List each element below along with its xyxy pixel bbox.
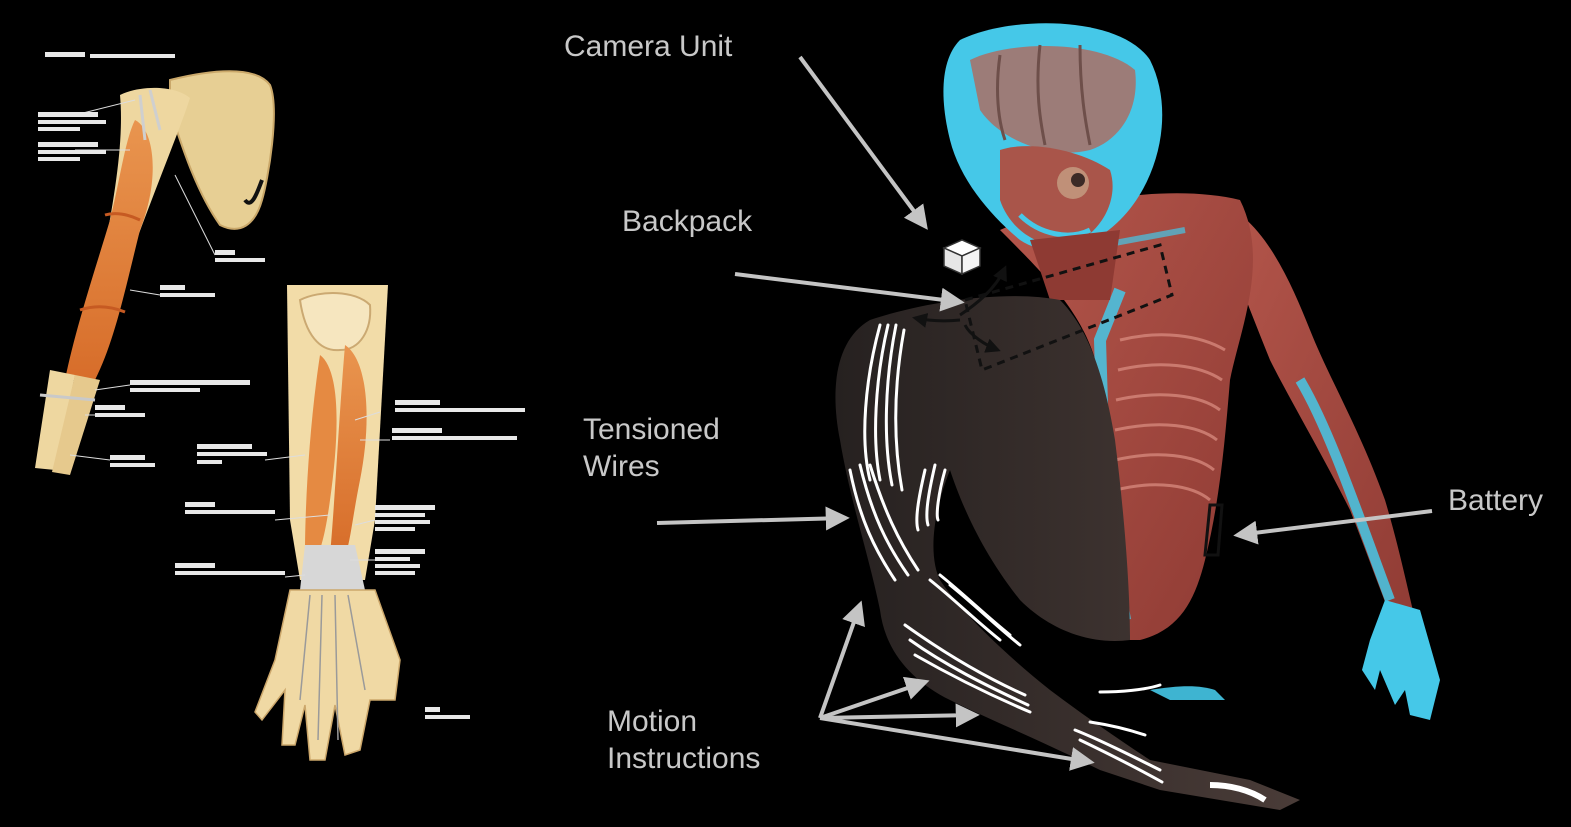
- motion-arrow-1: [820, 605, 860, 718]
- tensioned-wires-label-line1: Tensioned: [583, 411, 720, 448]
- forearm-anatomy-illustration: [175, 285, 525, 760]
- motion-arrow-3: [820, 715, 975, 718]
- tensioned-wires-label: Tensioned Wires: [583, 411, 720, 485]
- camera-unit-arrow: [800, 57, 925, 226]
- motion-instructions-label-line1: Motion: [607, 703, 760, 740]
- tensioned-wires-arrow: [657, 518, 845, 523]
- upper-arm-anatomy-illustration: [35, 52, 274, 475]
- motion-arrow-2: [820, 682, 925, 718]
- battery-arrow: [1238, 511, 1432, 535]
- battery-label: Battery: [1448, 482, 1543, 519]
- motion-instructions-label-line2: Instructions: [607, 740, 760, 777]
- camera-unit-label: Camera Unit: [564, 28, 732, 65]
- camera-unit-icon: [944, 240, 980, 274]
- body-figure-illustration: [835, 23, 1440, 810]
- backpack-arrow: [735, 274, 960, 302]
- tensioned-wires-label-line2: Wires: [583, 448, 720, 485]
- motion-instructions-label: Motion Instructions: [607, 703, 760, 777]
- backpack-label: Backpack: [622, 203, 752, 240]
